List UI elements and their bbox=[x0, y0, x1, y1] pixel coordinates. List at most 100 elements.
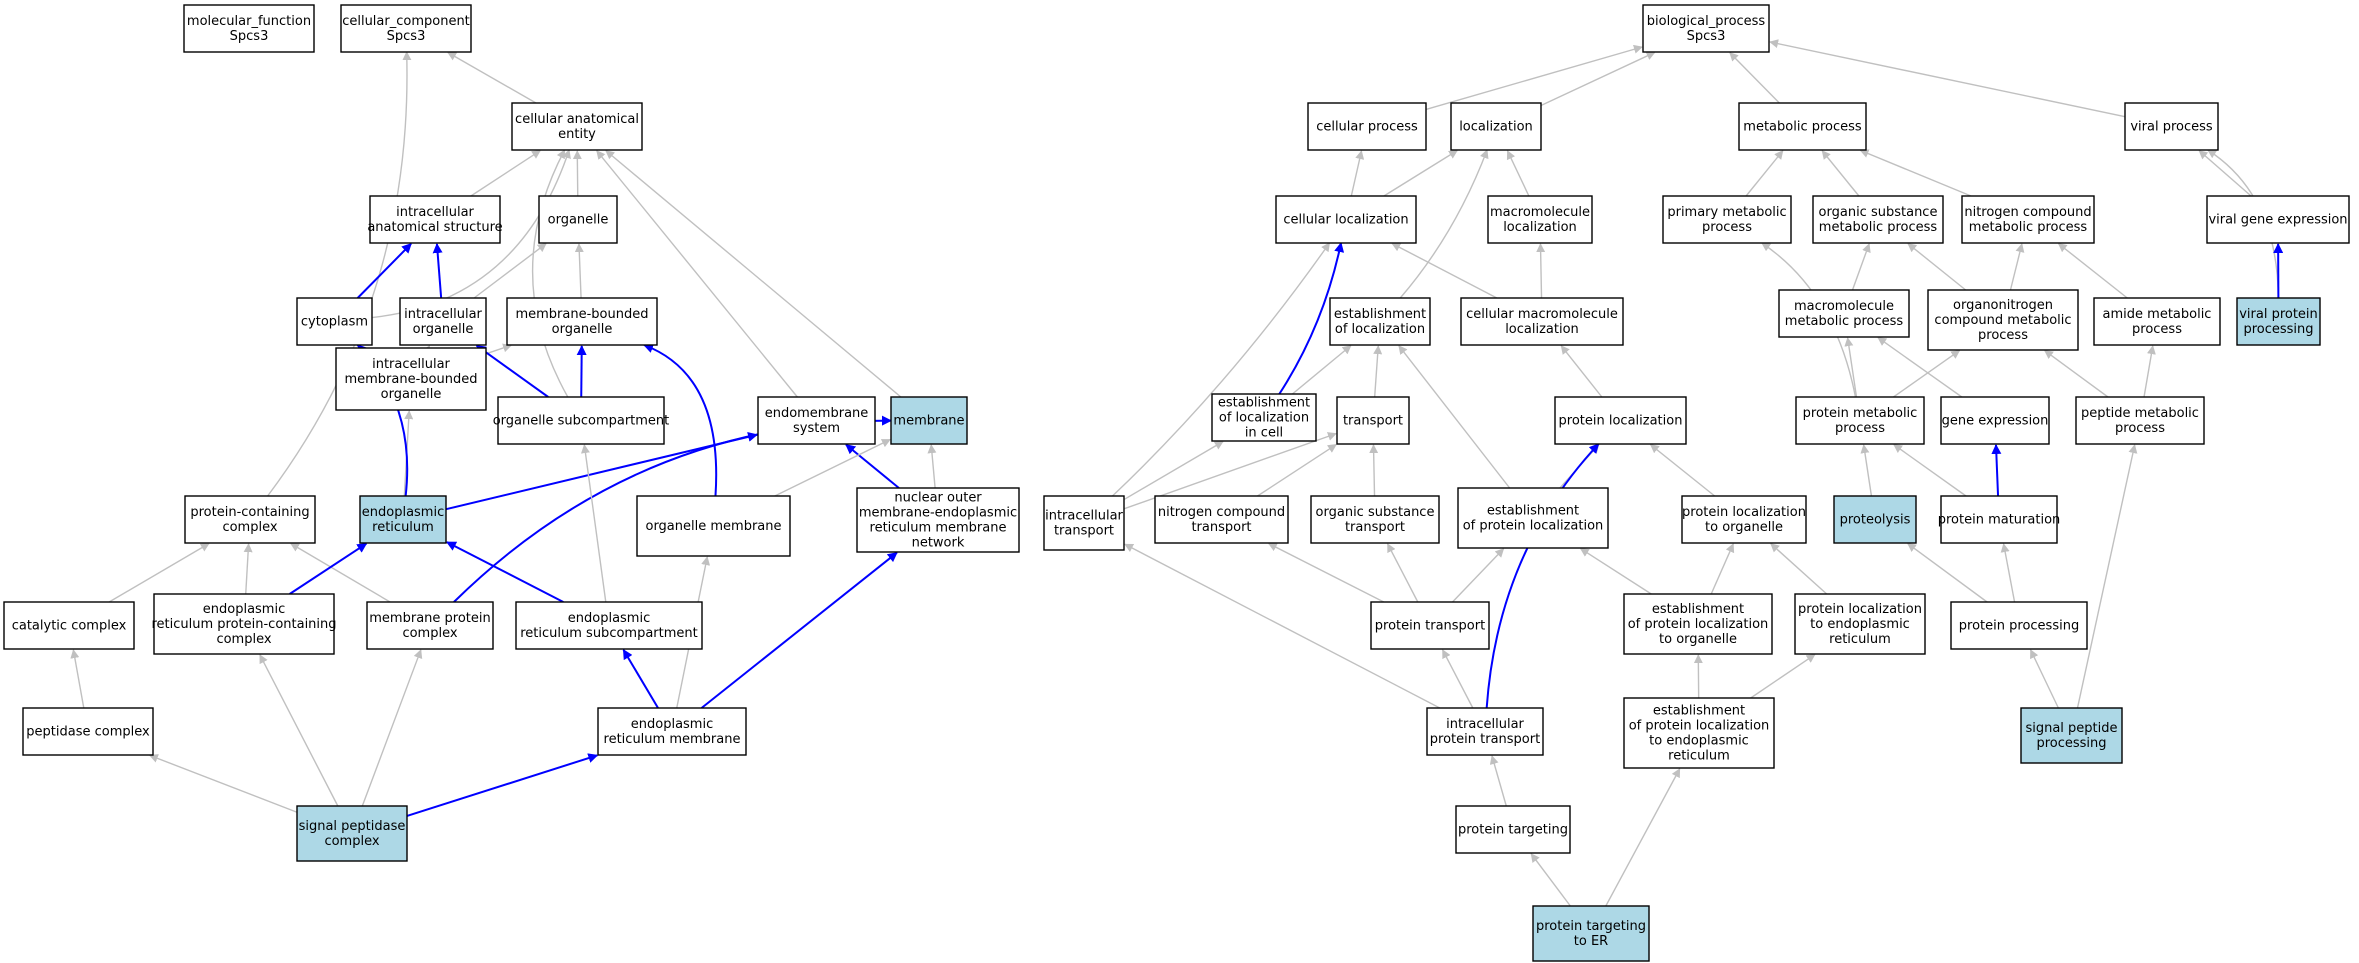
node-box-estploc bbox=[1457, 487, 1609, 549]
node-box-loc bbox=[1450, 102, 1542, 151]
node-box-estcell bbox=[1211, 393, 1317, 442]
node-box-ost bbox=[1310, 495, 1440, 544]
node-label-cp-line-0: cellular process bbox=[1316, 120, 1418, 135]
edge-plorg-to-ploc bbox=[1649, 444, 1716, 497]
edge-estcell-to-cloc bbox=[1278, 242, 1345, 395]
edge-proteolysis-to-protmp bbox=[1860, 444, 1873, 497]
edge-ersub-to-osub bbox=[580, 444, 607, 603]
edge-pmp-to-mp bbox=[1745, 150, 1784, 197]
node-label-ias-line-1: anatomical structure bbox=[367, 220, 502, 235]
node-vge: viral gene expression bbox=[2206, 195, 2350, 244]
node-label-estloc-line-1: of localization bbox=[1335, 322, 1425, 337]
edge-pter-to-ptarg bbox=[1530, 853, 1571, 907]
edge-estploc-to-estloc bbox=[1398, 345, 1511, 489]
edge-nuc-to-endosys bbox=[845, 443, 900, 489]
node-box-protmp bbox=[1795, 396, 1925, 445]
node-label-mp-line-0: metabolic process bbox=[1743, 120, 1862, 135]
node-box-cytoplasm bbox=[296, 297, 373, 346]
node-box-osmp bbox=[1812, 195, 1944, 244]
node-label-pter-line-0: protein targeting bbox=[1536, 919, 1646, 934]
node-label-macmp-line-1: metabolic process bbox=[1785, 314, 1904, 329]
node-label-ploc-line-0: protein localization bbox=[1559, 414, 1683, 429]
node-box-imbo bbox=[335, 347, 487, 411]
node-label-pmp-line-1: process bbox=[1702, 220, 1752, 235]
edge-erpcc-to-pcc bbox=[243, 543, 253, 595]
node-box-mloc bbox=[1487, 195, 1593, 244]
edge-pt-to-ost bbox=[1387, 543, 1419, 603]
edge-pproc-to-proteolysis bbox=[1907, 543, 1988, 603]
edge-cloc-to-cp bbox=[1350, 150, 1365, 197]
node-label-protmp-line-1: process bbox=[1835, 421, 1885, 436]
node-catc: catalytic complex bbox=[3, 601, 135, 650]
edge-spc-to-pepc bbox=[148, 754, 298, 813]
node-box-ptarg bbox=[1455, 805, 1571, 854]
edge-pmat-to-protmp bbox=[1893, 444, 1967, 497]
edge-spc-to-erm bbox=[406, 753, 599, 817]
node-label-plorg-line-0: protein localization bbox=[1682, 505, 1806, 520]
node-box-mpc bbox=[366, 601, 494, 650]
node-label-osub-line-0: organelle subcompartment bbox=[493, 414, 670, 429]
node-box-cloc bbox=[1275, 195, 1417, 244]
node-box-oncmp bbox=[1927, 289, 2079, 351]
node-label-pmp-line-0: primary metabolic bbox=[1667, 205, 1786, 220]
node-box-cc bbox=[340, 4, 472, 53]
node-label-estploc-line-0: establishment bbox=[1487, 504, 1579, 519]
node-label-mpc-line-1: complex bbox=[402, 626, 457, 641]
node-ge: gene expression bbox=[1940, 396, 2050, 445]
node-box-ersub bbox=[515, 601, 703, 650]
edge-ost-to-transport bbox=[1369, 444, 1379, 497]
node-label-imbo-line-2: organelle bbox=[381, 387, 442, 402]
node-label-estcell-line-1: of localization bbox=[1219, 411, 1309, 426]
node-label-estplorg-line-0: establishment bbox=[1652, 602, 1744, 617]
node-label-pproc-line-0: protein processing bbox=[1959, 619, 2079, 634]
edge-spc-to-mpc bbox=[361, 649, 423, 807]
node-label-ncmp-line-1: metabolic process bbox=[1969, 220, 2088, 235]
node-label-ict-line-1: transport bbox=[1054, 524, 1114, 539]
node-label-ge-line-0: gene expression bbox=[1942, 414, 2049, 429]
node-box-plorg bbox=[1681, 495, 1807, 544]
node-label-estloc-line-0: establishment bbox=[1334, 307, 1426, 322]
node-label-nct-line-0: nitrogen compound bbox=[1158, 505, 1285, 520]
edge-ipt-to-ploc bbox=[1485, 443, 1600, 709]
node-box-bp bbox=[1642, 4, 1770, 53]
node-box-pmp bbox=[1662, 195, 1792, 244]
edge-orgmem-to-mbo bbox=[643, 343, 718, 497]
edge-pler-to-plorg bbox=[1770, 543, 1828, 595]
node-label-pepc-line-0: peptidase complex bbox=[26, 725, 150, 740]
edge-imbo-to-mbo bbox=[485, 343, 513, 355]
node-label-oncmp-line-2: process bbox=[1978, 328, 2028, 343]
edge-ipt-to-pt bbox=[1442, 649, 1474, 709]
edge-macmp-to-osmp bbox=[1851, 243, 1871, 291]
node-box-pt bbox=[1370, 601, 1490, 650]
node-transport: transport bbox=[1336, 396, 1410, 445]
edge-io-to-organelle bbox=[473, 243, 547, 299]
node-label-membrane-line-0: membrane bbox=[893, 414, 964, 429]
node-label-protmp-line-0: protein metabolic bbox=[1803, 406, 1918, 421]
node-cp: cellular process bbox=[1307, 102, 1427, 151]
node-label-vpp-line-0: viral protein bbox=[2239, 307, 2318, 322]
node-box-ipt bbox=[1426, 707, 1544, 756]
node-label-endosys-line-1: system bbox=[793, 421, 840, 436]
node-box-osub bbox=[497, 396, 665, 445]
edge-spp-to-pproc bbox=[2030, 649, 2060, 709]
node-box-amp bbox=[2093, 297, 2221, 346]
edge-ploc-to-cmloc bbox=[1560, 345, 1603, 398]
node-label-estpler-line-2: to endoplasmic bbox=[1649, 734, 1749, 749]
node-box-cae bbox=[511, 102, 643, 151]
edge-pepmp-to-oncmp bbox=[2043, 350, 2109, 398]
node-label-mbo-line-1: organelle bbox=[552, 322, 613, 337]
